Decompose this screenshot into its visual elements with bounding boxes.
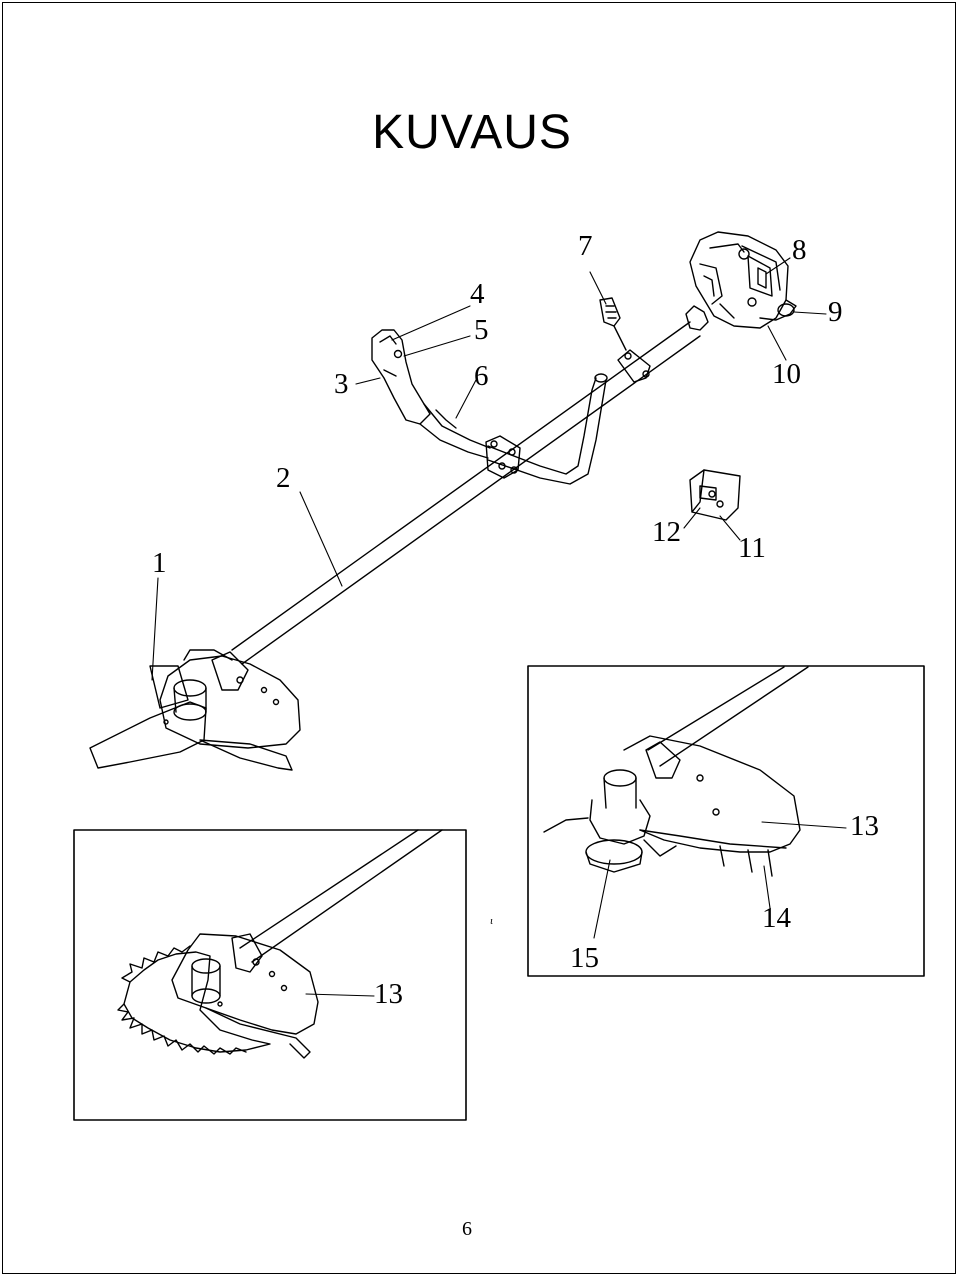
callout-1: 1 — [152, 547, 167, 579]
callout-14: 14 — [762, 902, 791, 934]
drive-shaft — [231, 321, 701, 665]
callout-15: 15 — [570, 942, 599, 974]
shaft-clamp — [599, 297, 651, 383]
clamp-part — [689, 469, 741, 521]
inset-saw-blade-box — [73, 829, 467, 1121]
callout-3: 3 — [334, 368, 349, 400]
page-title: KUVAUS — [372, 106, 572, 159]
callout-6: 6 — [474, 360, 489, 392]
stray-mark: ι — [490, 915, 494, 927]
page-number: 6 — [462, 1218, 472, 1240]
callout-8: 8 — [792, 234, 807, 266]
callout-5: 5 — [474, 314, 489, 346]
saw-blade — [117, 945, 271, 1055]
callout-13-saw: 13 — [374, 978, 403, 1010]
trimmer-spool — [543, 769, 677, 873]
callout-13-trimmer: 13 — [850, 810, 879, 842]
callout-12: 12 — [652, 516, 681, 548]
handlebar — [485, 373, 608, 485]
engine-unit — [685, 231, 797, 331]
inset-trimmer-head-box — [527, 665, 925, 977]
saw-shaft — [239, 829, 443, 963]
trimmer-guard — [623, 735, 801, 877]
leader-lines — [151, 257, 847, 997]
saw-head-guard — [171, 933, 319, 1059]
brush-blade-head — [89, 649, 301, 771]
callout-4: 4 — [470, 278, 485, 310]
callout-11: 11 — [738, 532, 766, 564]
callout-7: 7 — [578, 230, 593, 262]
callout-9: 9 — [828, 296, 843, 328]
callout-2: 2 — [276, 462, 291, 494]
callout-10: 10 — [772, 358, 801, 390]
trimmer-head-shaft — [647, 666, 809, 767]
throttle-handle — [371, 329, 491, 459]
